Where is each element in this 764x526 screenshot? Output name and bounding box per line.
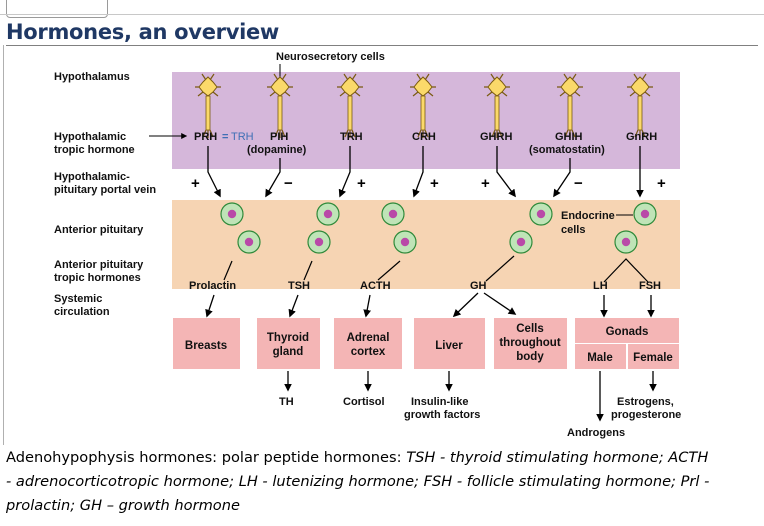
hormone-ghih-sub: (somatostatin) [529,144,605,156]
top-divider [0,14,764,15]
product-th: TH [279,396,294,408]
hormone-pih: PIH [270,131,288,143]
sign-plus-prh: + [191,175,200,192]
endocrine-label-1: Endocrine [561,210,615,222]
label-cells-2: throughout [499,337,560,349]
caption-line-3: prolactin; GH – growth hormone [6,494,764,518]
cell-gh-2 [509,230,533,254]
hormone-ghih: GHIH [555,131,583,143]
hormone-trh: TRH [340,131,363,143]
left-border [3,45,4,445]
label-ant-tropic-2: tropic hormones [54,272,141,284]
sign-plus-crh: + [430,175,439,192]
label-anterior-pituitary: Anterior pituitary [54,224,144,236]
hormone-ghrh: GHRH [480,131,512,143]
title-divider [6,45,758,46]
target-breasts [173,318,240,369]
label-female: Female [633,352,673,364]
sign-minus-ghih: − [574,175,583,192]
hormone-lh: LH [593,280,608,292]
hormone-tsh: TSH [288,280,310,292]
cell-acth-2 [393,230,417,254]
label-hypothalamus: Hypothalamus [54,71,130,83]
caption-line-1: Adenohypophysis hormones: polar peptide … [6,446,764,470]
sign-plus-trh: + [357,175,366,192]
sign-plus-ghrh: + [481,175,490,192]
label-systemic-1: Systemic [54,293,102,305]
caption-line-3-italic: prolactin; GH – growth hormone [6,497,240,514]
label-cells-1: Cells [516,323,544,335]
product-cortisol: Cortisol [343,396,385,408]
hormone-gnrh: GnRH [626,131,657,143]
hormone-equals: = [222,131,228,143]
cell-gonadotroph-2 [614,230,638,254]
endocrine-label-2: cells [561,224,585,236]
page-title: Hormones, an overview [6,20,280,44]
label-adrenal-2: cortex [351,346,386,358]
product-estrogens-1: Estrogens, [617,396,674,408]
hormone-prolactin: Prolactin [189,280,236,292]
sign-minus-pih: − [284,175,293,192]
caption-line-2: - adrenocorticotropic hormone; LH - lute… [6,470,764,494]
cell-acth-1 [381,202,405,226]
label-male: Male [587,352,613,364]
product-igf-1: Insulin-like [411,396,468,408]
label-systemic-2: circulation [54,306,110,318]
caption-line-2-italic: - adrenocorticotropic hormone; LH - lute… [6,473,710,490]
label-thyroid-1: Thyroid [267,332,309,344]
cell-tsh-2 [307,230,331,254]
label-portal-1: Hypothalamic- [54,171,130,183]
hormone-acth: ACTH [360,280,391,292]
target-female [628,344,679,369]
label-gonads: Gonads [606,326,649,338]
target-gonads [575,318,679,343]
hormone-trh-alt: TRH [231,131,254,143]
target-cells [494,318,567,369]
cell-prolactin-2 [237,230,261,254]
hormone-prh: PRH [194,131,217,143]
toolbar-tab [6,0,108,18]
caption-line-1-prefix: Adenohypophysis hormones: polar peptide … [6,449,407,466]
cell-prolactin-1 [220,202,244,226]
target-adrenal [334,318,402,369]
cell-tsh-1 [316,202,340,226]
label-thyroid-2: gland [273,346,304,358]
product-androgens: Androgens [567,427,625,439]
hormone-gh: GH [470,280,487,292]
label-adrenal-1: Adrenal [347,332,390,344]
caption: Adenohypophysis hormones: polar peptide … [6,446,764,518]
cell-gh-1 [529,202,553,226]
target-thyroid [257,318,320,369]
label-cells-3: body [516,351,544,363]
label-breasts: Breasts [185,340,227,352]
label-portal-2: pituitary portal vein [54,184,156,196]
sign-plus-gnrh: + [657,175,666,192]
product-igf-2: growth factors [404,409,480,421]
caption-line-1-italic: TSH - thyroid stimulating hormone; ACTH [406,449,709,466]
hormone-pih-sub: (dopamine) [247,144,307,156]
hormone-diagram: Neurosecretory cells Hypothalamus Hypoth… [54,51,681,439]
label-tropic-1: Hypothalamic [54,131,126,143]
label-liver: Liver [435,340,463,352]
hormone-crh: CRH [412,131,436,143]
product-estrogens-2: progesterone [611,409,681,421]
label-ant-tropic-1: Anterior pituitary [54,259,144,271]
target-male [575,344,626,369]
hormone-fsh: FSH [639,280,661,292]
target-liver [414,318,485,369]
label-tropic-2: tropic hormone [54,144,135,156]
neurosecretory-label: Neurosecretory cells [276,51,385,63]
cell-gonadotroph-1 [633,202,657,226]
